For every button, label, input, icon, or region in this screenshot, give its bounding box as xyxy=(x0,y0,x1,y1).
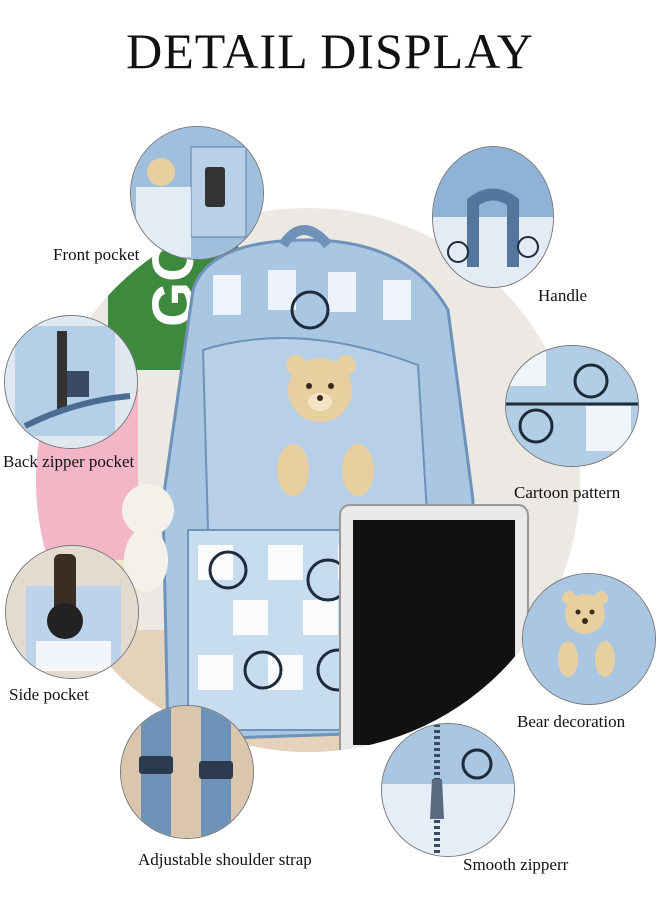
handle-label: Handle xyxy=(538,286,588,305)
bear-decoration-label: Bear decoration xyxy=(517,712,626,731)
adjustable-shoulder-strap-label: Adjustable shoulder strap xyxy=(138,850,312,869)
adjustable-shoulder-strap-detail-photo xyxy=(120,705,254,839)
bear-decoration-detail-photo xyxy=(522,573,656,705)
page-title: DETAIL DISPLAY xyxy=(126,23,534,79)
cartoon-pattern-detail-photo xyxy=(505,345,639,467)
back-zipper-pocket-detail-photo xyxy=(4,315,138,449)
back-zipper-pocket-label: Back zipper pocket xyxy=(3,452,135,471)
tablet xyxy=(339,504,529,752)
cartoon-pattern-label: Cartoon pattern xyxy=(514,483,621,502)
smooth-zipper-detail-photo xyxy=(381,723,515,857)
front-pocket-label: Front pocket xyxy=(53,245,140,264)
smooth-zipper-label: Smooth zipperr xyxy=(463,855,569,874)
front-pocket-detail-photo xyxy=(130,126,264,260)
side-pocket-detail-photo xyxy=(5,545,139,679)
side-pocket-label: Side pocket xyxy=(9,685,89,704)
bear-plush xyxy=(277,355,374,496)
handle-detail-photo xyxy=(432,146,554,288)
